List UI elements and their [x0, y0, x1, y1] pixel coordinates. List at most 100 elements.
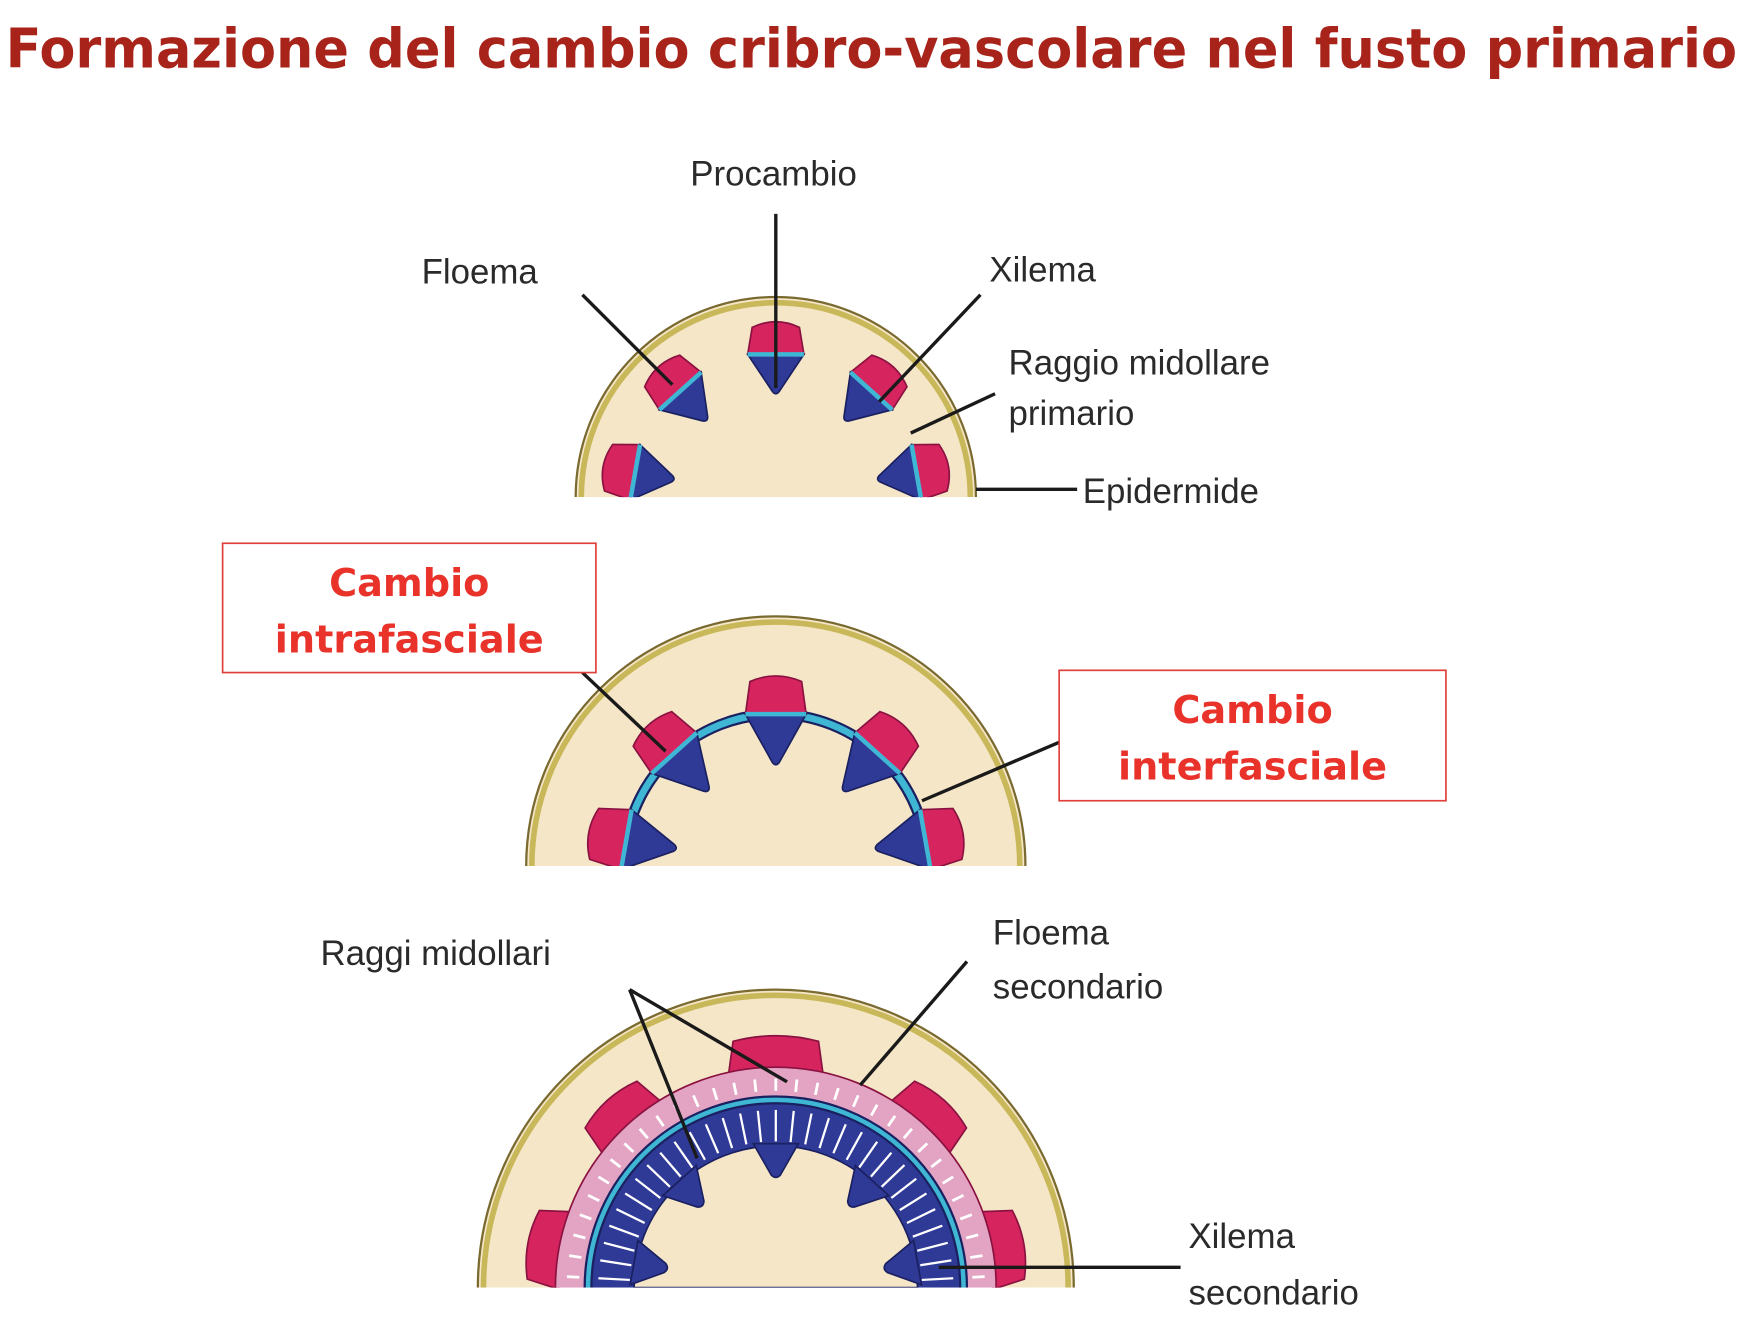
vascular-bundle: [843, 354, 908, 422]
phloem-ray: [692, 1094, 700, 1108]
stem-diagram-cambium: [525, 615, 1027, 866]
leader-line: [581, 671, 667, 753]
xylem-ray: [673, 1141, 694, 1169]
leader-line: [910, 392, 996, 435]
phloem-ray: [711, 1087, 719, 1101]
xylem-ray: [615, 1208, 646, 1225]
label-floema-sec-1: Floema: [993, 914, 1110, 953]
xylem: [619, 808, 678, 866]
phloem-ray: [638, 1127, 649, 1140]
xylem: [629, 442, 675, 498]
label-floema-sec-2: secondario: [993, 968, 1163, 1007]
callout-inter-line1: Cambio: [1172, 689, 1332, 733]
phloem-ray: [609, 1158, 622, 1169]
phloem-ray: [959, 1213, 973, 1221]
callout-intra-line1: Cambio: [329, 562, 489, 606]
label-xilema-sec-2: secondario: [1188, 1273, 1358, 1312]
xylem-ray: [890, 1177, 917, 1199]
phloem-ray: [902, 1127, 913, 1140]
callout-box-intrafascicular: [221, 542, 597, 674]
phloem: [853, 710, 920, 775]
phloem: [849, 354, 908, 412]
epidermis: [529, 619, 1023, 866]
xylem-ray: [603, 1241, 635, 1252]
diagram3-labels: Raggi midollari Floema secondario Xilema…: [320, 914, 1358, 1313]
secondary-phloem-edge: [554, 1066, 998, 1288]
xylem: [841, 731, 902, 793]
phloem-ray: [623, 1142, 635, 1153]
phloem: [919, 807, 965, 866]
phloem-cap: [888, 1080, 968, 1157]
xylem-ray: [921, 1277, 954, 1282]
phloem-ray: [886, 1115, 897, 1127]
diagram2-labels: Cambio intrafasciale Cambio interfascial…: [221, 542, 1447, 803]
phloem-ray: [965, 1233, 979, 1240]
xylem-ray: [912, 1224, 943, 1238]
xylem-ray: [920, 1259, 952, 1267]
primary-xylem-tip: [661, 1163, 705, 1208]
label-procambio: Procambio: [690, 155, 857, 194]
phloem-cap: [584, 1080, 664, 1157]
xylem-ray: [832, 1123, 847, 1154]
page-title: Formazione del cambio cribro-vascolare n…: [6, 18, 1738, 81]
procambium: [909, 444, 924, 498]
label-xilema: Xilema: [989, 250, 1096, 289]
callout-box-interfascicular: [1058, 669, 1447, 802]
xylem-ray: [845, 1131, 863, 1161]
phloem-ray: [852, 1094, 860, 1108]
vascular-bundle: [841, 710, 920, 793]
leader-line: [581, 293, 674, 386]
procambium: [853, 731, 902, 776]
phloem-ray: [566, 1275, 580, 1279]
vascular-bundle: [601, 442, 675, 498]
vascular-bundle: [586, 807, 678, 866]
phloem-ray: [732, 1082, 738, 1096]
primary-xylem-tip: [846, 1163, 891, 1208]
leader-line: [878, 293, 982, 403]
epidermis: [480, 992, 1071, 1288]
phloem: [744, 675, 808, 716]
cortex-edge: [525, 615, 1027, 866]
phloem-ray: [655, 1115, 665, 1127]
xylem-ray: [721, 1117, 734, 1149]
primary-xylem: [751, 1142, 800, 1179]
leader-line: [628, 989, 699, 1159]
vascular-bundle: [876, 442, 951, 498]
procambium: [848, 370, 894, 412]
vascular-bundle: [888, 1080, 968, 1157]
primary-xylem: [846, 1163, 891, 1208]
phloem-ray: [794, 1079, 799, 1092]
stem-diagram-secondary: [476, 988, 1075, 1288]
phloem-ray: [573, 1233, 586, 1240]
xylem: [657, 370, 709, 422]
phloem: [632, 710, 699, 775]
xylem-ray: [916, 1241, 949, 1252]
phloem-ray: [597, 1175, 610, 1185]
phloem-ray: [869, 1103, 879, 1117]
xylem-ray: [756, 1110, 763, 1143]
vascular-bundle: [874, 807, 965, 866]
primary-xylem: [629, 1238, 669, 1287]
stem-diagram-primary: [574, 295, 978, 498]
label-raggi-midollari: Raggi midollari: [320, 934, 550, 973]
phloem-ray: [970, 1254, 983, 1259]
xylem-ray: [634, 1177, 662, 1199]
xylem: [650, 731, 710, 793]
phloem-ray: [951, 1193, 965, 1202]
vascular-bundle: [744, 675, 808, 766]
xylem: [876, 442, 923, 498]
xylem-ray: [598, 1277, 630, 1282]
xylem-ray: [880, 1164, 906, 1188]
label-xilema-sec-1: Xilema: [1188, 1217, 1295, 1256]
callout-inter-line2: interfasciale: [1118, 745, 1387, 789]
phloem: [586, 807, 633, 866]
xylem-ray: [789, 1110, 795, 1143]
primary-xylem-tip: [883, 1238, 923, 1287]
phloem-ray: [579, 1213, 592, 1221]
primary-xylem: [883, 1238, 923, 1287]
label-raggio-2: primario: [1009, 394, 1135, 433]
xylem-ray: [738, 1113, 748, 1145]
xylem-ray: [624, 1192, 653, 1212]
xylem-ray: [858, 1141, 879, 1169]
vascular-bundle: [632, 710, 710, 793]
